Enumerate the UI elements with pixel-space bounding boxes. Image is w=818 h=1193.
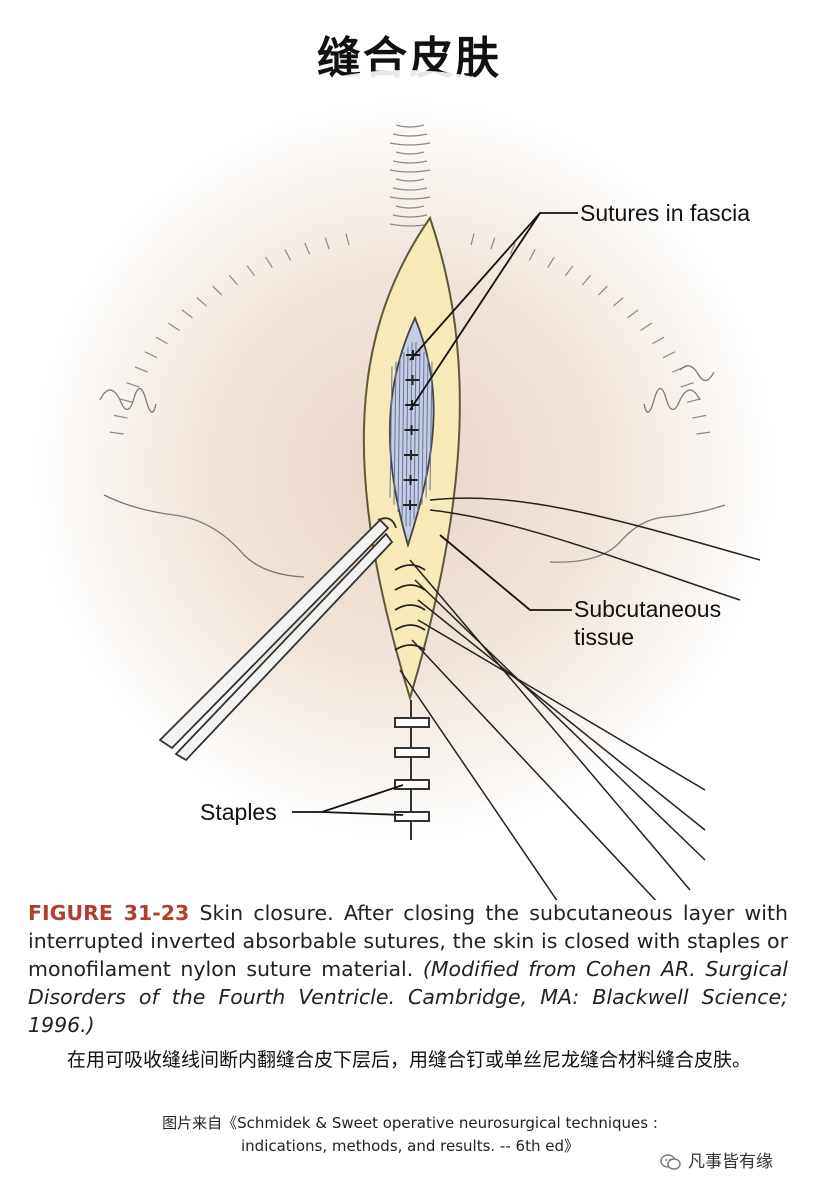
hatch-mark (392, 133, 428, 137)
label-leaders (292, 212, 578, 816)
hatch-mark (395, 178, 425, 182)
figure-number: FIGURE 31-23 (28, 901, 190, 925)
fascia-suture (405, 375, 420, 385)
fascia-striation (421, 351, 425, 505)
hatch-mark (692, 414, 707, 419)
hatch-mark (662, 351, 676, 359)
subcutaneous-suture (394, 644, 426, 651)
hatch-mark (680, 382, 694, 388)
watermark-text: 凡事皆有缘 (688, 1152, 773, 1172)
label-subcutaneous-line1: Subcutaneous (574, 596, 722, 622)
fascia-striation (397, 356, 401, 513)
forceps (158, 517, 397, 762)
caption-text: Skin closure. After closing the subcutan… (28, 901, 789, 981)
subcutaneous-suture (394, 564, 426, 571)
hatch-mark (126, 382, 140, 388)
fascia-striation (425, 356, 429, 498)
hatch-mark (528, 249, 536, 261)
hatch-mark (490, 237, 496, 250)
hatch-mark (389, 169, 431, 173)
hatch-mark (168, 322, 180, 331)
hatch-mark (119, 398, 133, 403)
hatch-mark (509, 242, 516, 255)
hatch-mark (228, 274, 239, 286)
hatch-mark (134, 366, 148, 373)
hatch-mark (395, 124, 425, 128)
fascia-sutures (403, 350, 420, 510)
hatch-mark (155, 336, 168, 345)
fascia-suture (403, 500, 417, 510)
fascia-striation (389, 366, 393, 498)
wechat-watermark-icon (660, 1154, 681, 1170)
skin-hatching (109, 124, 711, 435)
fascia-suture (404, 425, 419, 435)
fascia-striation (429, 361, 433, 491)
hatch-mark (627, 309, 639, 319)
hatch-mark (581, 274, 592, 286)
hatch-mark (246, 265, 256, 277)
hatch-mark (265, 256, 273, 268)
hatch-mark (181, 309, 193, 319)
hatch-mark (597, 285, 608, 296)
watermark: 凡事皆有缘 (660, 1147, 810, 1172)
figure-caption: FIGURE 31-23 Skin closure. After closing… (28, 899, 788, 1039)
fascia-striations (389, 342, 433, 527)
staple (394, 747, 430, 758)
subcutaneous-suture (394, 604, 426, 611)
source-line-1: 图片来自《Schmidek & Sweet operative neurosur… (162, 1114, 658, 1132)
hatch-mark (304, 242, 311, 255)
hatch-mark (345, 233, 350, 246)
staple (394, 717, 430, 728)
skin-closure-illustration (35, 70, 775, 900)
hatch-mark (284, 249, 292, 261)
hatch-mark (652, 336, 665, 345)
staple (394, 811, 430, 822)
hatch-mark (392, 214, 428, 218)
hatch-mark (109, 431, 124, 435)
hatch-mark (389, 196, 431, 200)
hatch-mark (395, 205, 425, 209)
hatch-mark (613, 297, 624, 307)
subcutaneous-sutures (394, 564, 426, 651)
source-citation: 图片来自《Schmidek & Sweet operative neurosur… (60, 1112, 760, 1158)
fascia-striation (401, 351, 405, 520)
fascia-striation (405, 347, 409, 527)
suture-threads (399, 497, 761, 900)
hatch-mark (395, 151, 425, 155)
staple (394, 779, 430, 790)
fascia-suture (406, 350, 420, 360)
source-line-2: indications, methods, and results. -- 6t… (241, 1137, 579, 1155)
fascia-suture (403, 475, 418, 485)
label-staples: Staples (200, 799, 277, 825)
subcutaneous-suture (394, 584, 426, 591)
label-subcutaneous-line2: tissue (574, 624, 635, 650)
hatch-mark (324, 237, 330, 250)
hatch-mark (696, 431, 711, 435)
hatch-mark (113, 414, 128, 419)
hatch-mark (470, 233, 475, 246)
chinese-caption: 在用可吸收缝线间断内翻缝合皮下层后，用缝合钉或单丝尼龙缝合材料缝合皮肤。 (66, 1049, 751, 1071)
hatch-mark (144, 351, 158, 359)
staple-line (394, 700, 430, 840)
hatch-mark (389, 142, 431, 146)
subcutaneous-suture (394, 624, 426, 631)
fascia-striation (417, 347, 421, 513)
hatch-mark (196, 297, 207, 307)
hatch-mark (392, 187, 428, 191)
hatch-mark (212, 285, 223, 296)
hatch-mark (564, 265, 574, 277)
hatch-mark (392, 160, 428, 164)
hatch-mark (640, 322, 652, 331)
hatch-mark (547, 256, 555, 268)
caption-citation: (Modified from Cohen AR. Surgical Disord… (28, 957, 788, 1037)
hatch-mark (687, 398, 701, 403)
fascia-suture (404, 450, 418, 460)
fascia-striation (393, 361, 397, 505)
label-sutures-in-fascia: Sutures in fascia (580, 200, 751, 226)
